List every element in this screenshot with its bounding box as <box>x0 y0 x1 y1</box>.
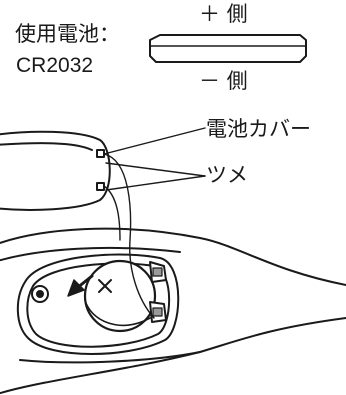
battery-cover-shape <box>0 130 111 211</box>
tab-guide-lines <box>103 153 155 319</box>
battery-model: CR2032 <box>16 54 94 77</box>
battery-negative-side-label: － 側 <box>199 69 248 93</box>
coin-battery-side-view <box>149 34 307 63</box>
coin-cell-installed <box>83 259 167 333</box>
battery-compartment <box>16 253 180 355</box>
battery-cover-callout: 電池カバー <box>206 117 311 141</box>
battery-positive-side-label: ＋ 側 <box>199 2 248 26</box>
tabs-callout: ツメ <box>206 163 248 187</box>
remove-arrow <box>67 274 112 297</box>
battery-spec-label: 使用電池： <box>15 22 120 46</box>
device-body <box>0 227 346 395</box>
callout-lines <box>103 127 206 191</box>
